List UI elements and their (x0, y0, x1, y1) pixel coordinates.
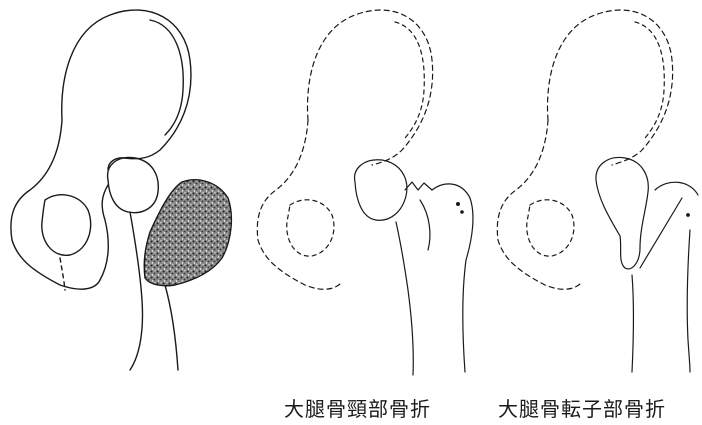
iliac-crest-inner-dashed (635, 22, 664, 138)
femur-outline-lateral (165, 285, 178, 370)
panel-trochanteric-fracture (497, 10, 698, 372)
femur-shaft-lateral (687, 230, 690, 372)
femoral-head (108, 157, 159, 212)
femoral-head-fragment (355, 160, 407, 221)
femur-shaft (396, 222, 413, 375)
fracture-line-neck (405, 182, 432, 190)
femur-shaft (632, 275, 634, 372)
femur-outline (130, 212, 143, 370)
iliac-crest-inner-dashed (395, 22, 424, 138)
bone-detail (461, 211, 463, 213)
panel-femoral-neck-fracture (257, 10, 473, 375)
bone-detail (687, 214, 690, 217)
iliac-crest-inner (150, 20, 183, 135)
bone-detail (457, 203, 460, 206)
femoral-head-neck-fragment (596, 157, 648, 268)
caption-trochanteric-fracture: 大腿骨転子部骨折 (498, 393, 666, 422)
pelvis-outline-dashed (308, 10, 433, 165)
pubic-outline-dashed (497, 120, 582, 289)
pubic-outline (11, 120, 108, 289)
panel-normal-hip (11, 10, 231, 370)
obturator-foramen (42, 195, 91, 256)
caption-femoral-neck-fracture: 大腿骨頸部骨折 (284, 393, 431, 422)
greater-trochanter (655, 182, 698, 195)
femur-shaft-lateral (432, 184, 473, 372)
pubic-outline-dashed (257, 120, 342, 289)
obturator-foramen-dashed (527, 200, 574, 256)
pelvis-outline-dashed (548, 10, 673, 165)
fracture-line-trochanter (640, 198, 682, 268)
trochanter-outline (420, 200, 430, 250)
obturator-foramen-dashed (287, 200, 334, 256)
